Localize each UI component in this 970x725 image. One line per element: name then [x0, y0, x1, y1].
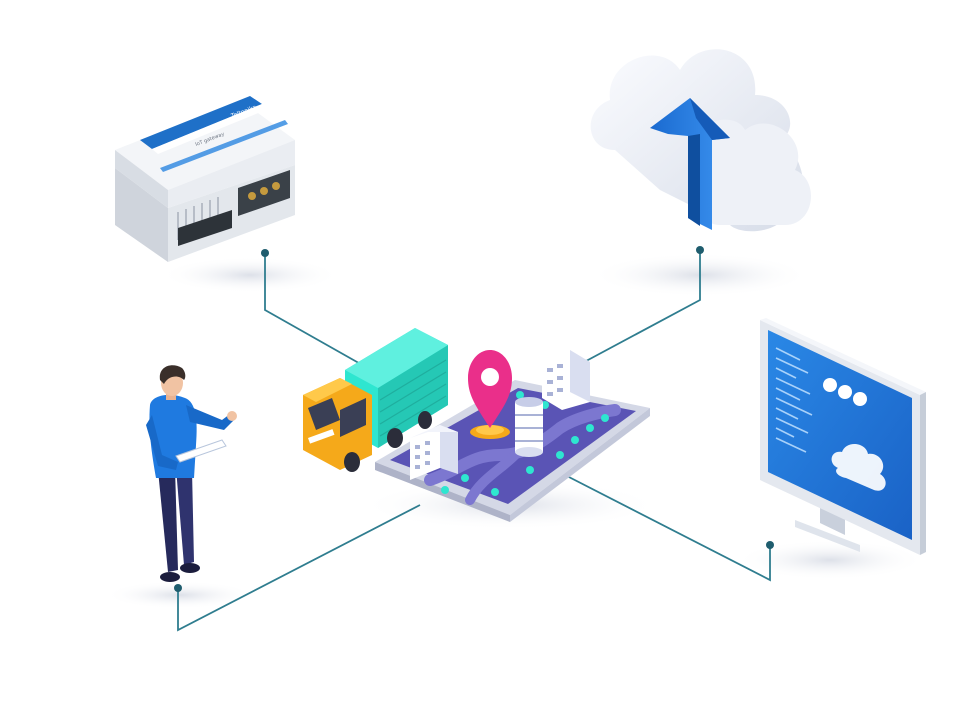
map-building-left	[410, 425, 458, 480]
truck-icon	[303, 328, 448, 472]
screen-cloud-icon	[831, 443, 886, 491]
ground-shadows	[105, 253, 925, 609]
connector-monitor	[564, 474, 771, 582]
connector-dot-person	[174, 584, 182, 592]
connector-dots	[174, 246, 774, 592]
upload-cloud-icon	[590, 49, 812, 232]
location-pin-icon	[468, 350, 512, 439]
connector-cloud	[559, 250, 701, 376]
connector-person	[177, 504, 421, 632]
connector-lines	[177, 250, 771, 632]
monitor-icon	[760, 318, 926, 555]
connector-device	[264, 253, 381, 376]
connector-dot-cloud	[696, 246, 704, 254]
upload-arrow-icon	[650, 98, 730, 230]
connector-dot-monitor	[766, 541, 774, 549]
map-building-right	[542, 350, 590, 410]
person-icon	[146, 365, 237, 582]
connector-dot-device	[261, 249, 269, 257]
smartphone-map-icon	[375, 350, 650, 522]
iot-device-icon: Teltonika IoT gateway	[115, 96, 295, 262]
map-building-round	[515, 397, 543, 457]
